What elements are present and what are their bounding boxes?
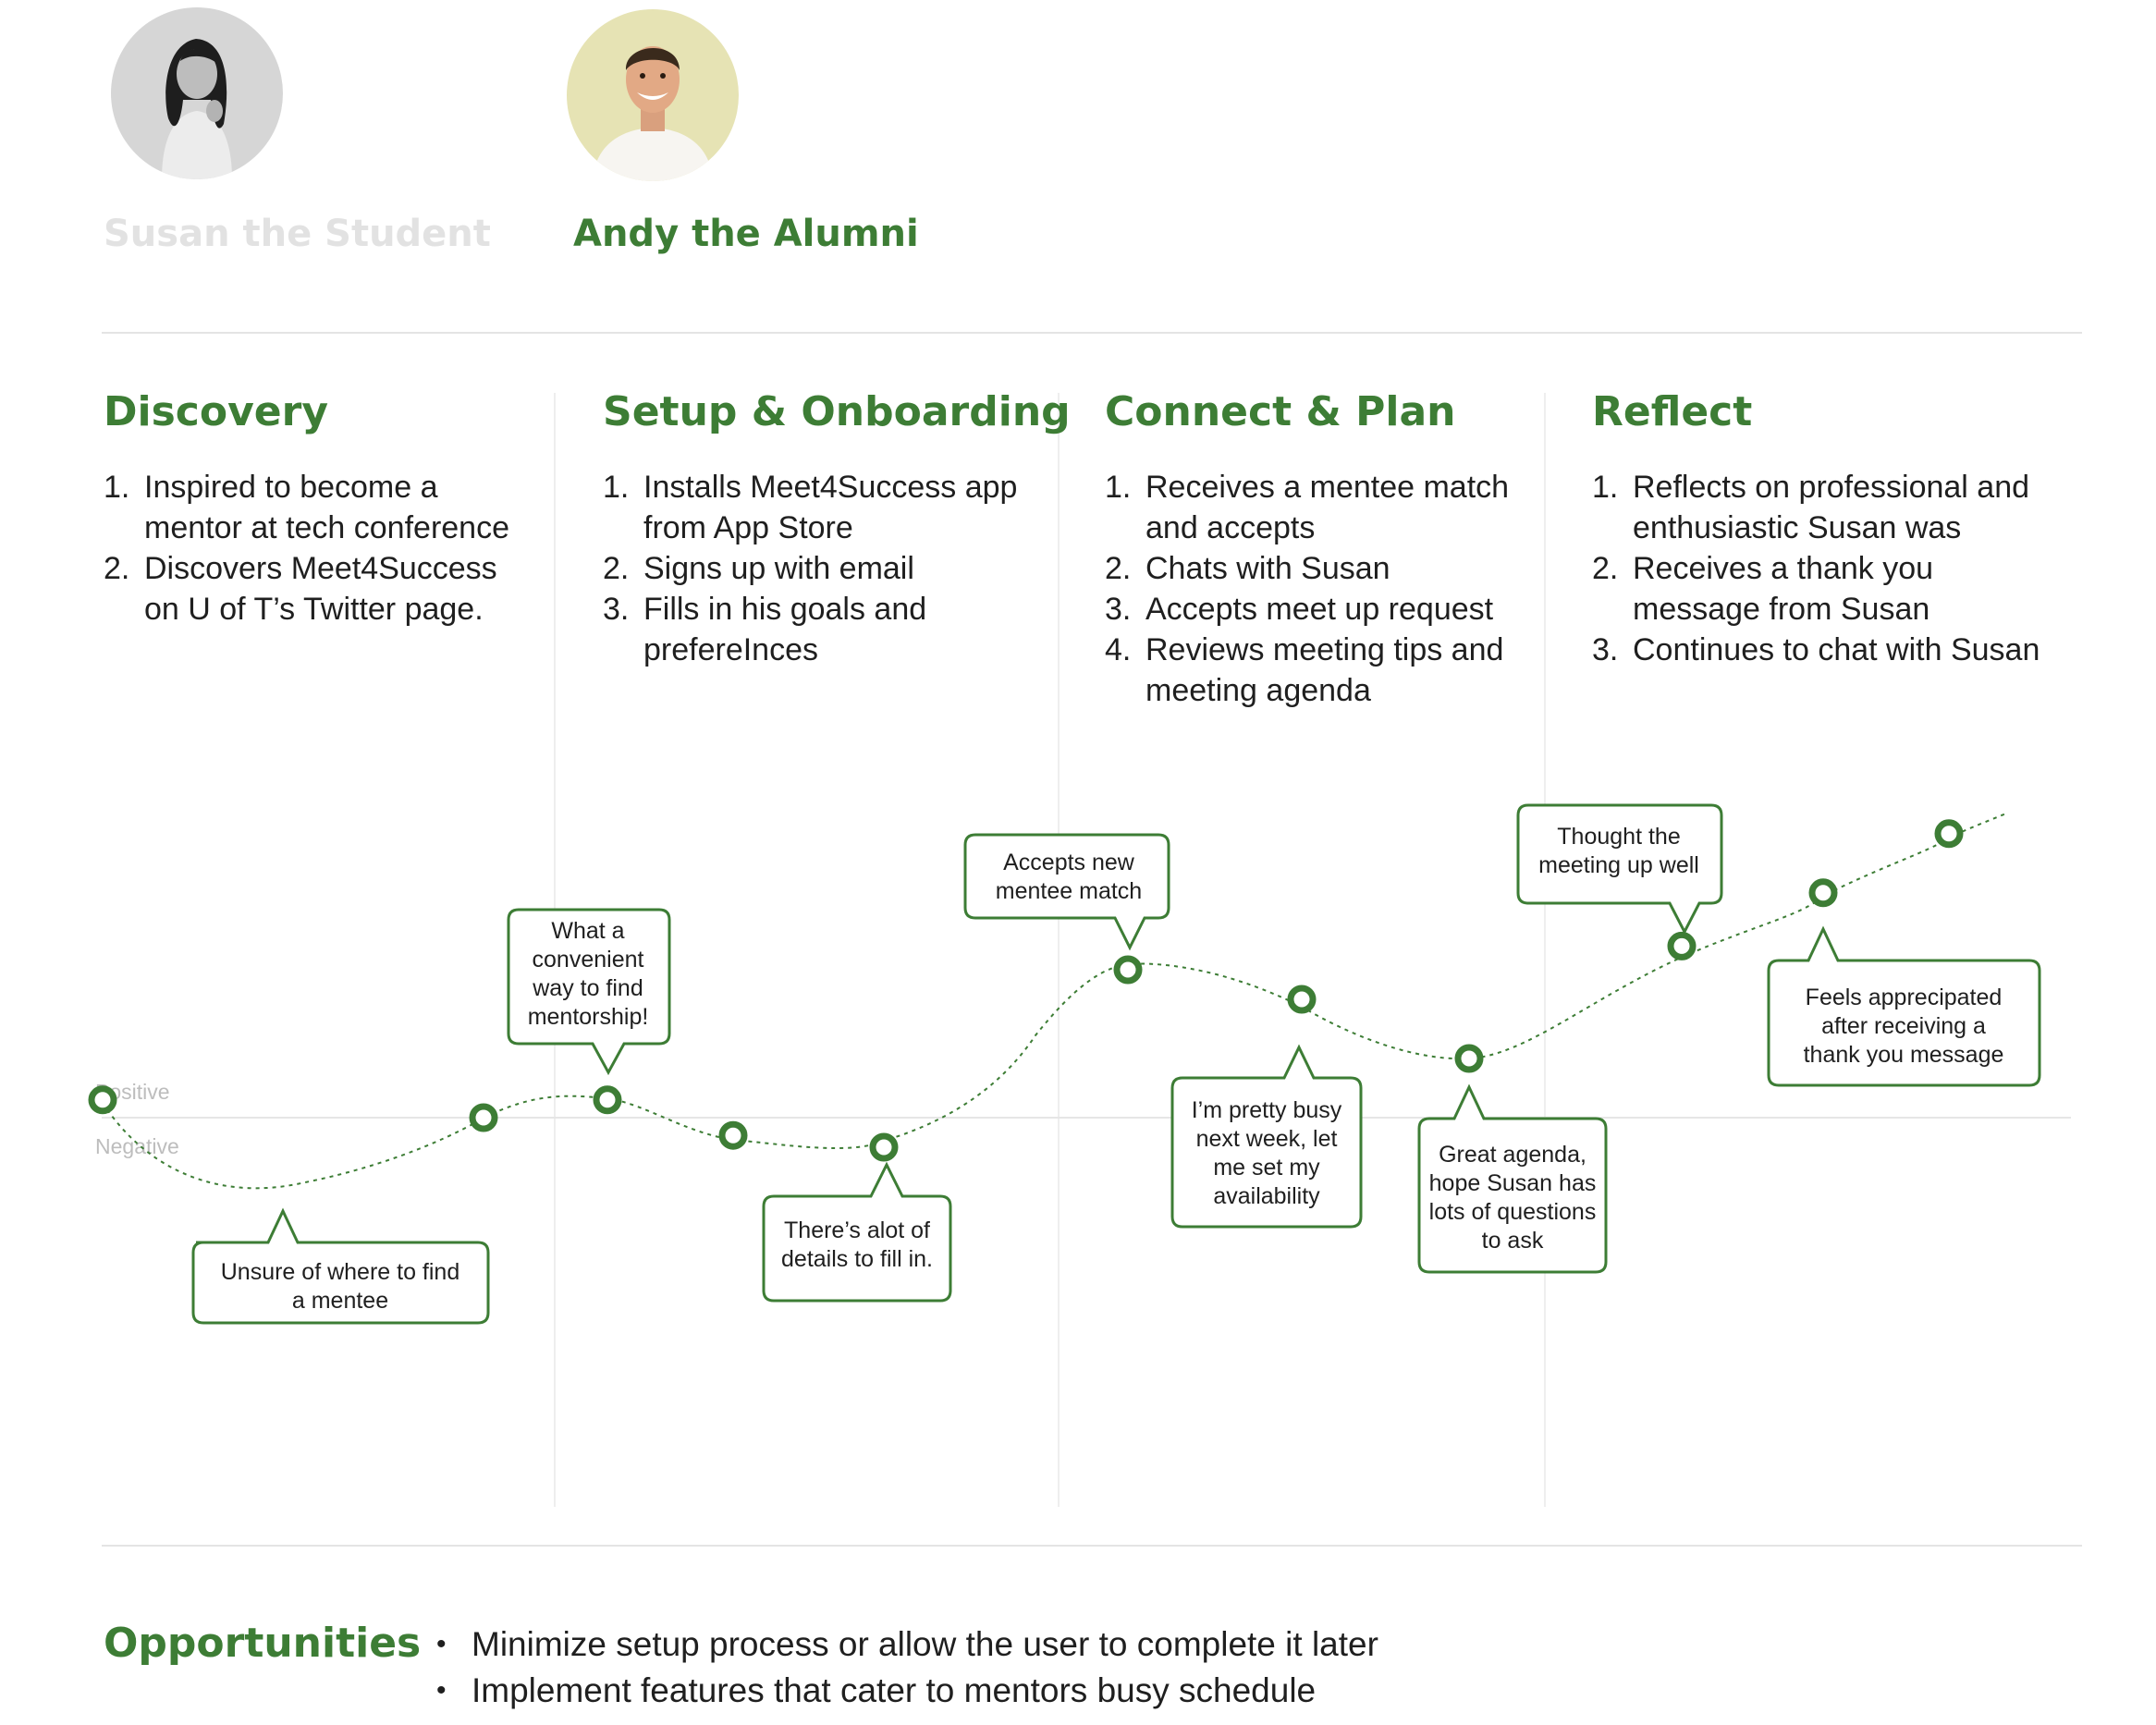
callout: Unsure of where to find a mentee — [191, 1207, 490, 1325]
phase-title: Setup & Onboarding — [603, 388, 1071, 435]
callout: Great agenda, hope Susan has lots of que… — [1417, 1083, 1608, 1274]
svg-text:mentee match: mentee match — [996, 878, 1142, 904]
persona-name-andy[interactable]: Andy the Alumni — [573, 213, 919, 255]
journey-point — [593, 1085, 622, 1115]
svg-text:me set my: me set my — [1213, 1155, 1320, 1181]
svg-text:availability: availability — [1213, 1183, 1320, 1209]
callout: There’s alot of details to fill in. — [762, 1161, 952, 1303]
svg-text:Feels apprecipated: Feels apprecipated — [1806, 985, 2003, 1010]
phase-title: Discovery — [104, 388, 329, 435]
step-item: 3.Continues to chat with Susan — [1592, 632, 2040, 667]
svg-text:next week, let: next week, let — [1196, 1126, 1338, 1152]
journey-point — [869, 1132, 899, 1162]
journey-point — [1667, 931, 1697, 960]
negative-label: Negative — [95, 1134, 179, 1158]
callout: Feels apprecipated after receiving a tha… — [1767, 925, 2041, 1087]
svg-text:to ask: to ask — [1482, 1228, 1544, 1254]
step-item: 2.Chats with Susan — [1105, 551, 1390, 586]
step-item: 3.Accepts meet up request — [1105, 592, 1494, 627]
avatar-susan[interactable] — [111, 7, 283, 179]
step-item: 2.Signs up with email — [603, 551, 914, 586]
svg-text:Unsure of where to find: Unsure of where to find — [221, 1259, 459, 1285]
journey-point — [1287, 985, 1317, 1014]
svg-text:a mentee: a mentee — [292, 1288, 388, 1314]
svg-text:lots of questions: lots of questions — [1429, 1199, 1597, 1225]
svg-text:after receiving a: after receiving a — [1821, 1013, 1986, 1039]
svg-text:Thought the: Thought the — [1557, 824, 1680, 850]
opportunities-list: Minimize setup process or allow the user… — [435, 1621, 2080, 1714]
phase-divider — [1544, 393, 1546, 1507]
callout: What a convenient way to find mentorship… — [507, 908, 671, 1076]
top-divider — [102, 332, 2082, 334]
persona-name-susan[interactable]: Susan the Student — [104, 213, 491, 255]
svg-text:What a: What a — [551, 918, 624, 944]
phase-title: Connect & Plan — [1105, 388, 1456, 435]
svg-text:hope Susan has: hope Susan has — [1429, 1170, 1597, 1196]
svg-text:Accepts new: Accepts new — [1003, 850, 1135, 875]
opportunities-title: Opportunities — [104, 1620, 422, 1667]
bottom-divider — [102, 1545, 2082, 1547]
callout: I’m pretty busy next week, let me set my… — [1170, 1044, 1363, 1229]
journey-point — [1808, 878, 1838, 908]
journey-point — [469, 1103, 498, 1132]
journey-point — [1113, 955, 1143, 985]
svg-text:I’m pretty busy: I’m pretty busy — [1192, 1097, 1342, 1123]
phase-title: Reflect — [1592, 388, 1753, 435]
journey-point — [718, 1120, 748, 1150]
journey-point — [1934, 819, 1964, 849]
svg-text:meeting up well: meeting up well — [1538, 852, 1699, 878]
svg-text:convenient: convenient — [533, 947, 644, 973]
callout: Thought the meeting up well — [1516, 803, 1723, 936]
avatar-andy[interactable] — [567, 9, 739, 181]
svg-text:There’s alot of: There’s alot of — [784, 1217, 930, 1243]
opportunity-item: Minimize setup process or allow the user… — [435, 1621, 2080, 1668]
journey-point — [88, 1085, 117, 1115]
journey-point — [1454, 1044, 1484, 1073]
phase-connect-plan: Connect & Plan 1.Receives a mentee match… — [1105, 388, 1539, 711]
svg-text:mentorship!: mentorship! — [528, 1004, 649, 1030]
phase-setup-onboarding: Setup & Onboarding 1.Installs Meet4Succe… — [603, 388, 1071, 670]
svg-text:details to fill in.: details to fill in. — [781, 1246, 933, 1272]
callout: Accepts new mentee match — [963, 833, 1170, 951]
svg-text:thank you message: thank you message — [1804, 1042, 2004, 1068]
phase-divider — [1058, 393, 1060, 1507]
svg-text:way to find: way to find — [532, 975, 643, 1001]
svg-text:Great agenda,: Great agenda, — [1439, 1142, 1586, 1168]
opportunity-item: Implement features that cater to mentors… — [435, 1668, 2080, 1714]
